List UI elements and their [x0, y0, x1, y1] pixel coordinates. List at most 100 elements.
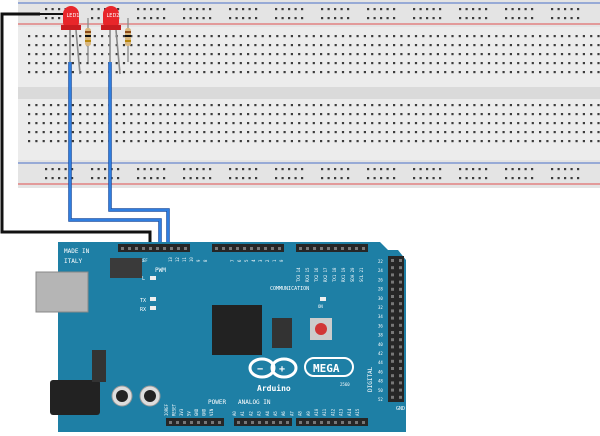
- breadboard-hole: [117, 8, 120, 11]
- breadboard-hole: [349, 62, 352, 65]
- breadboard-hole: [159, 62, 162, 65]
- breadboard-hole: [407, 104, 410, 107]
- breadboard-hole: [478, 177, 481, 180]
- breadboard-hole: [255, 17, 258, 20]
- breadboard-hole: [93, 71, 96, 74]
- breadboard-hole: [294, 8, 297, 11]
- breadboard-hole: [472, 8, 475, 11]
- breadboard-hole: [524, 113, 527, 116]
- breadboard-hole: [429, 44, 432, 47]
- breadboard-hole: [35, 113, 38, 116]
- breadboard-hole: [378, 104, 381, 107]
- logo-minus: −: [257, 364, 263, 375]
- capacitor-2-top: [144, 390, 156, 402]
- breadboard-hole: [480, 140, 483, 143]
- header-strip: [296, 418, 368, 426]
- breadboard-hole: [195, 122, 199, 125]
- breadboard-hole: [363, 113, 366, 116]
- header-pin: [149, 247, 152, 250]
- breadboard-hole: [466, 53, 469, 56]
- breadboard-hole: [546, 113, 549, 116]
- breadboard-hole: [414, 62, 418, 65]
- led-on: [320, 297, 326, 301]
- breadboard-hole: [159, 44, 162, 47]
- breadboard-hole: [79, 62, 82, 65]
- breadboard-hole: [473, 113, 476, 116]
- breadboard-hole: [294, 177, 297, 180]
- breadboard-hole: [393, 113, 396, 116]
- breadboard-hole: [582, 131, 585, 134]
- breadboard-hole: [217, 113, 220, 116]
- breadboard-hole: [386, 177, 389, 180]
- breadboard-hole: [305, 140, 308, 143]
- breadboard-hole: [511, 168, 514, 171]
- header-pin: [313, 421, 316, 424]
- breadboard-hole: [502, 62, 505, 65]
- breadboard-hole: [320, 104, 323, 107]
- breadboard-hole: [560, 113, 564, 116]
- breadboard-hole: [275, 168, 278, 171]
- breadboard-hole: [159, 131, 162, 134]
- breadboard-hole: [42, 122, 45, 125]
- breadboard-hole: [195, 131, 199, 134]
- pin-label: A3: [257, 411, 262, 416]
- breadboard-hole: [531, 113, 534, 116]
- breadboard-hole: [130, 122, 133, 125]
- pin-label: RX3 15: [305, 267, 310, 282]
- breadboard-hole: [429, 71, 432, 74]
- breadboard-hole: [117, 177, 120, 180]
- breadboard-hole: [385, 113, 388, 116]
- breadboard-hole: [276, 122, 279, 125]
- breadboard-hole: [79, 53, 82, 56]
- breadboard-hole: [478, 8, 481, 11]
- breadboard-hole: [202, 168, 205, 171]
- breadboard-hole: [42, 62, 45, 65]
- breadboard-hole: [373, 8, 376, 11]
- header-pin: [391, 381, 394, 385]
- breadboard-hole: [93, 44, 96, 47]
- header-strip: [388, 256, 396, 402]
- header-pin: [391, 388, 394, 392]
- breadboard-hole: [268, 44, 272, 47]
- breadboard-hole: [247, 131, 250, 134]
- breadboard-hole: [363, 131, 366, 134]
- header-pin: [229, 247, 232, 250]
- breadboard-hole: [478, 17, 481, 20]
- breadboard-hole: [426, 8, 429, 11]
- breadboard-hole: [575, 122, 578, 125]
- breadboard-hole: [58, 168, 61, 171]
- breadboard-hole: [334, 131, 337, 134]
- breadboard-hole: [422, 44, 425, 47]
- logo-plus: +: [279, 364, 285, 375]
- breadboard-hole: [553, 35, 556, 38]
- breadboard-hole: [385, 104, 388, 107]
- breadboard-hole: [97, 177, 100, 180]
- breadboard-hole: [239, 113, 242, 116]
- breadboard-hole: [590, 71, 593, 74]
- breadboard-hole: [321, 8, 324, 11]
- breadboard-hole: [86, 62, 89, 65]
- breadboard-hole: [560, 44, 564, 47]
- breadboard-hole: [45, 8, 48, 11]
- rx-label: RX: [140, 307, 146, 313]
- breadboard-hole: [429, 62, 432, 65]
- breadboard-hole: [422, 104, 425, 107]
- breadboard-hole: [79, 104, 82, 107]
- breadboard-hole: [93, 140, 96, 143]
- breadboard-hole: [276, 104, 279, 107]
- breadboard-hole: [122, 122, 126, 125]
- breadboard-hole: [413, 8, 416, 11]
- breadboard-hole: [444, 131, 447, 134]
- breadboard-hole: [57, 140, 60, 143]
- breadboard-hole: [517, 113, 520, 116]
- reset-button: [315, 323, 327, 335]
- breadboard-hole: [363, 140, 366, 143]
- breadboard-hole: [502, 140, 505, 143]
- breadboard-hole: [188, 62, 191, 65]
- breadboard-hole: [426, 168, 429, 171]
- breadboard-hole: [480, 71, 483, 74]
- breadboard-hole: [137, 8, 140, 11]
- breadboard-hole: [407, 35, 410, 38]
- breadboard-hole: [524, 44, 527, 47]
- breadboard-hole: [458, 140, 461, 143]
